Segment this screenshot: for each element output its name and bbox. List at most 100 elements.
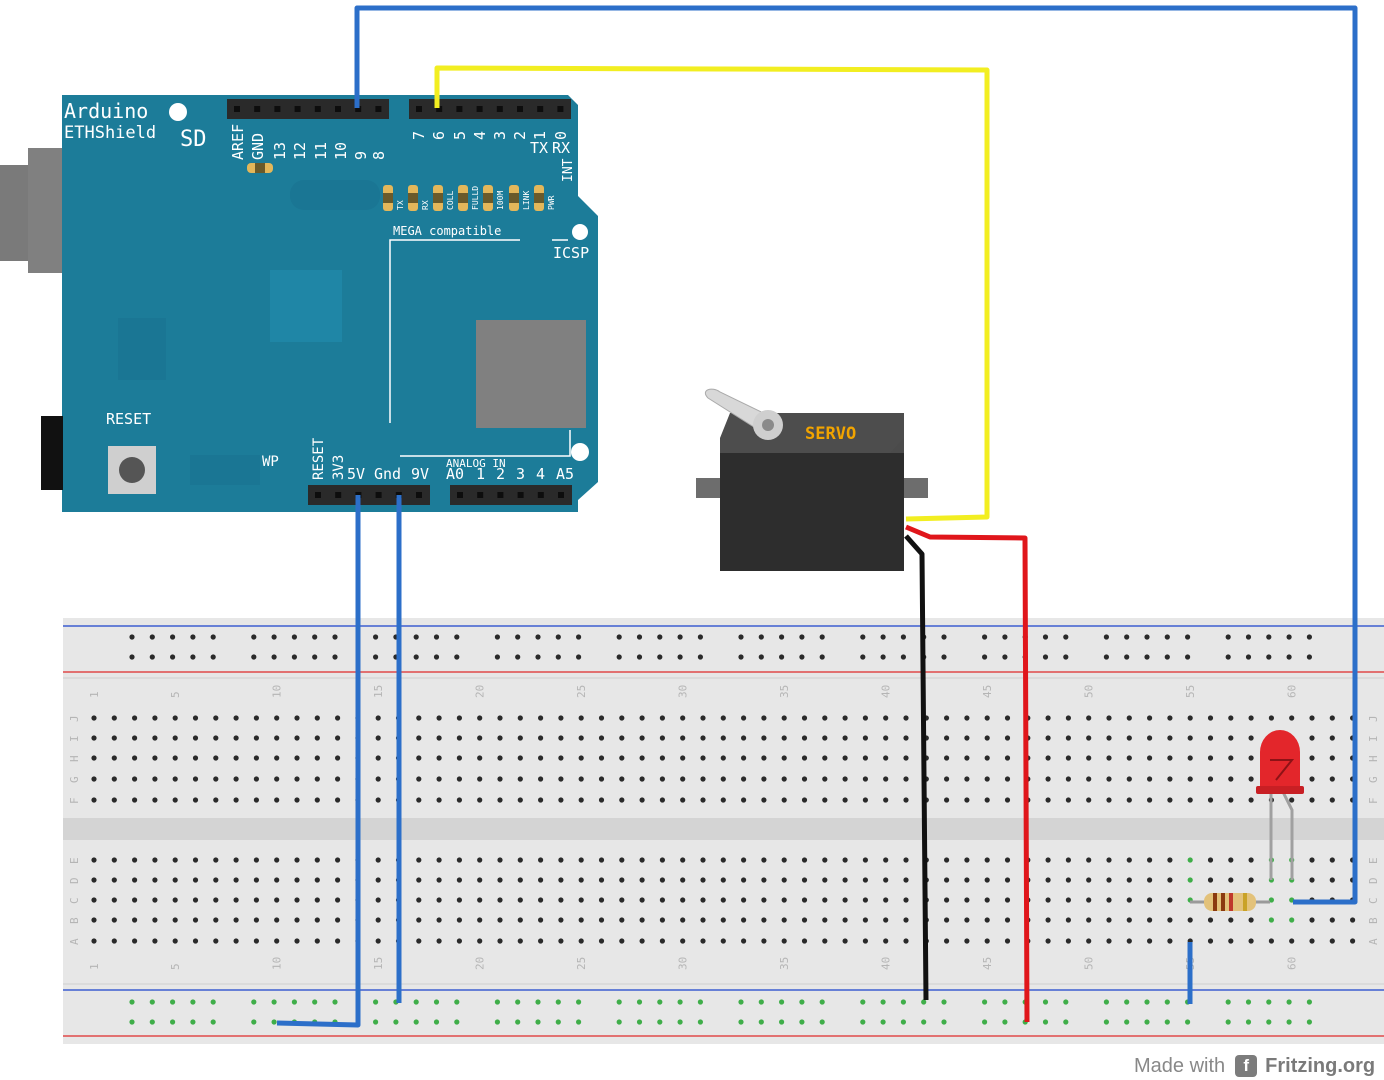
breadboard-hole <box>1187 776 1193 782</box>
breadboard-hole <box>1289 938 1295 944</box>
row-letter: B <box>1367 917 1380 924</box>
breadboard-hole <box>1248 797 1254 803</box>
breadboard-hole <box>233 715 239 721</box>
breadboard-hole <box>862 797 869 803</box>
breadboard-hole <box>558 917 564 923</box>
breadboard-hole <box>538 917 544 923</box>
breadboard-hole <box>558 857 564 863</box>
breadboard-hole <box>1004 857 1011 863</box>
breadboard-hole <box>944 897 950 903</box>
breadboard-hole <box>680 755 686 761</box>
breadboard-hole <box>517 897 523 903</box>
header-pin <box>517 106 523 112</box>
resistor-band-1 <box>1213 893 1217 911</box>
breadboard-hole <box>801 735 808 741</box>
breadboard-hole <box>1045 735 1051 741</box>
breadboard-hole <box>903 755 909 761</box>
breadboard-hole <box>862 877 869 883</box>
breadboard-hole <box>152 897 158 903</box>
breadboard-hole <box>1187 877 1193 883</box>
breadboard-hole <box>172 877 178 883</box>
rail-hole <box>170 999 176 1005</box>
servo-shaft-screw <box>762 419 774 431</box>
breadboard-hole <box>700 857 706 863</box>
rail-hole <box>900 1019 907 1025</box>
rail-hole <box>393 1019 399 1025</box>
breadboard-hole <box>436 776 442 782</box>
breadboard-hole <box>741 917 747 923</box>
rail-hole <box>312 654 318 660</box>
rail-hole <box>251 999 257 1005</box>
breadboard-hole <box>741 897 747 903</box>
mega-outline-bottom <box>400 430 571 457</box>
rail-hole <box>677 634 683 640</box>
breadboard-hole <box>578 857 584 863</box>
header-pin <box>436 106 443 112</box>
breadboard-hole <box>436 755 442 761</box>
breadboard-hole <box>132 897 138 903</box>
breadboard-hole <box>680 797 686 803</box>
breadboard-hole <box>152 857 158 863</box>
breadboard-hole <box>213 797 219 803</box>
breadboard-hole <box>1207 735 1214 741</box>
breadboard-hole <box>1228 857 1234 863</box>
breadboard-hole <box>274 755 280 761</box>
header-pin <box>457 492 463 498</box>
header-pin <box>477 492 484 498</box>
rail-hole <box>900 654 907 660</box>
breadboard-hole <box>1126 857 1132 863</box>
row-letter: I <box>68 735 81 742</box>
breadboard-hole <box>91 917 97 923</box>
header-pin <box>537 106 544 112</box>
breadboard-hole <box>801 857 808 863</box>
digital-header-left <box>227 99 389 119</box>
rail-hole <box>373 999 379 1005</box>
led-anode-leg <box>1281 791 1294 880</box>
header-pin <box>456 106 463 112</box>
breadboard-hole <box>822 797 828 803</box>
fritzing-footer: Made with f Fritzing.org <box>1134 1052 1375 1080</box>
breadboard-hole <box>497 715 503 721</box>
rail-hole <box>170 654 176 660</box>
rail-hole <box>657 634 663 640</box>
row-letter: C <box>1367 897 1380 904</box>
breadboard: 1155101015152020252530303535404045455050… <box>63 618 1384 1044</box>
wp-label: WP <box>262 454 279 470</box>
header-pin <box>335 106 341 112</box>
breadboard-hole <box>720 897 726 903</box>
rail-hole <box>1042 1019 1049 1025</box>
breadboard-hole <box>558 735 564 741</box>
breadboard-hole <box>1207 715 1214 721</box>
breadboard-hole <box>984 715 990 721</box>
breadboard-hole <box>497 797 503 803</box>
breadboard-hole <box>1187 755 1193 761</box>
breadboard-hole <box>842 877 848 883</box>
row-letter: G <box>68 776 81 783</box>
breadboard-hole <box>964 897 970 903</box>
rail-hole <box>921 1019 927 1025</box>
breadboard-hole <box>253 897 259 903</box>
breadboard-hole <box>578 715 584 721</box>
breadboard-hole <box>1167 917 1173 923</box>
breadboard-hole <box>233 797 239 803</box>
breadboard-hole <box>680 877 686 883</box>
row-letter: F <box>68 797 81 804</box>
breadboard-hole <box>781 877 787 883</box>
breadboard-hole <box>538 797 544 803</box>
breadboard-hole <box>1309 938 1315 944</box>
rail-hole <box>454 1019 460 1025</box>
breadboard-hole <box>335 917 341 923</box>
breadboard-hole <box>1329 877 1335 883</box>
breadboard-hole <box>172 735 178 741</box>
mega-outline-left <box>389 239 520 423</box>
breadboard-hole <box>1248 857 1254 863</box>
breadboard-hole <box>213 877 219 883</box>
breadboard-hole <box>1329 735 1335 741</box>
breadboard-hole <box>477 938 483 944</box>
power-pin-label: 5V <box>347 465 365 483</box>
breadboard-hole <box>1167 797 1173 803</box>
breadboard-hole <box>680 938 686 944</box>
rail-hole <box>210 634 216 640</box>
breadboard-hole <box>659 877 666 883</box>
power-header <box>308 485 430 505</box>
